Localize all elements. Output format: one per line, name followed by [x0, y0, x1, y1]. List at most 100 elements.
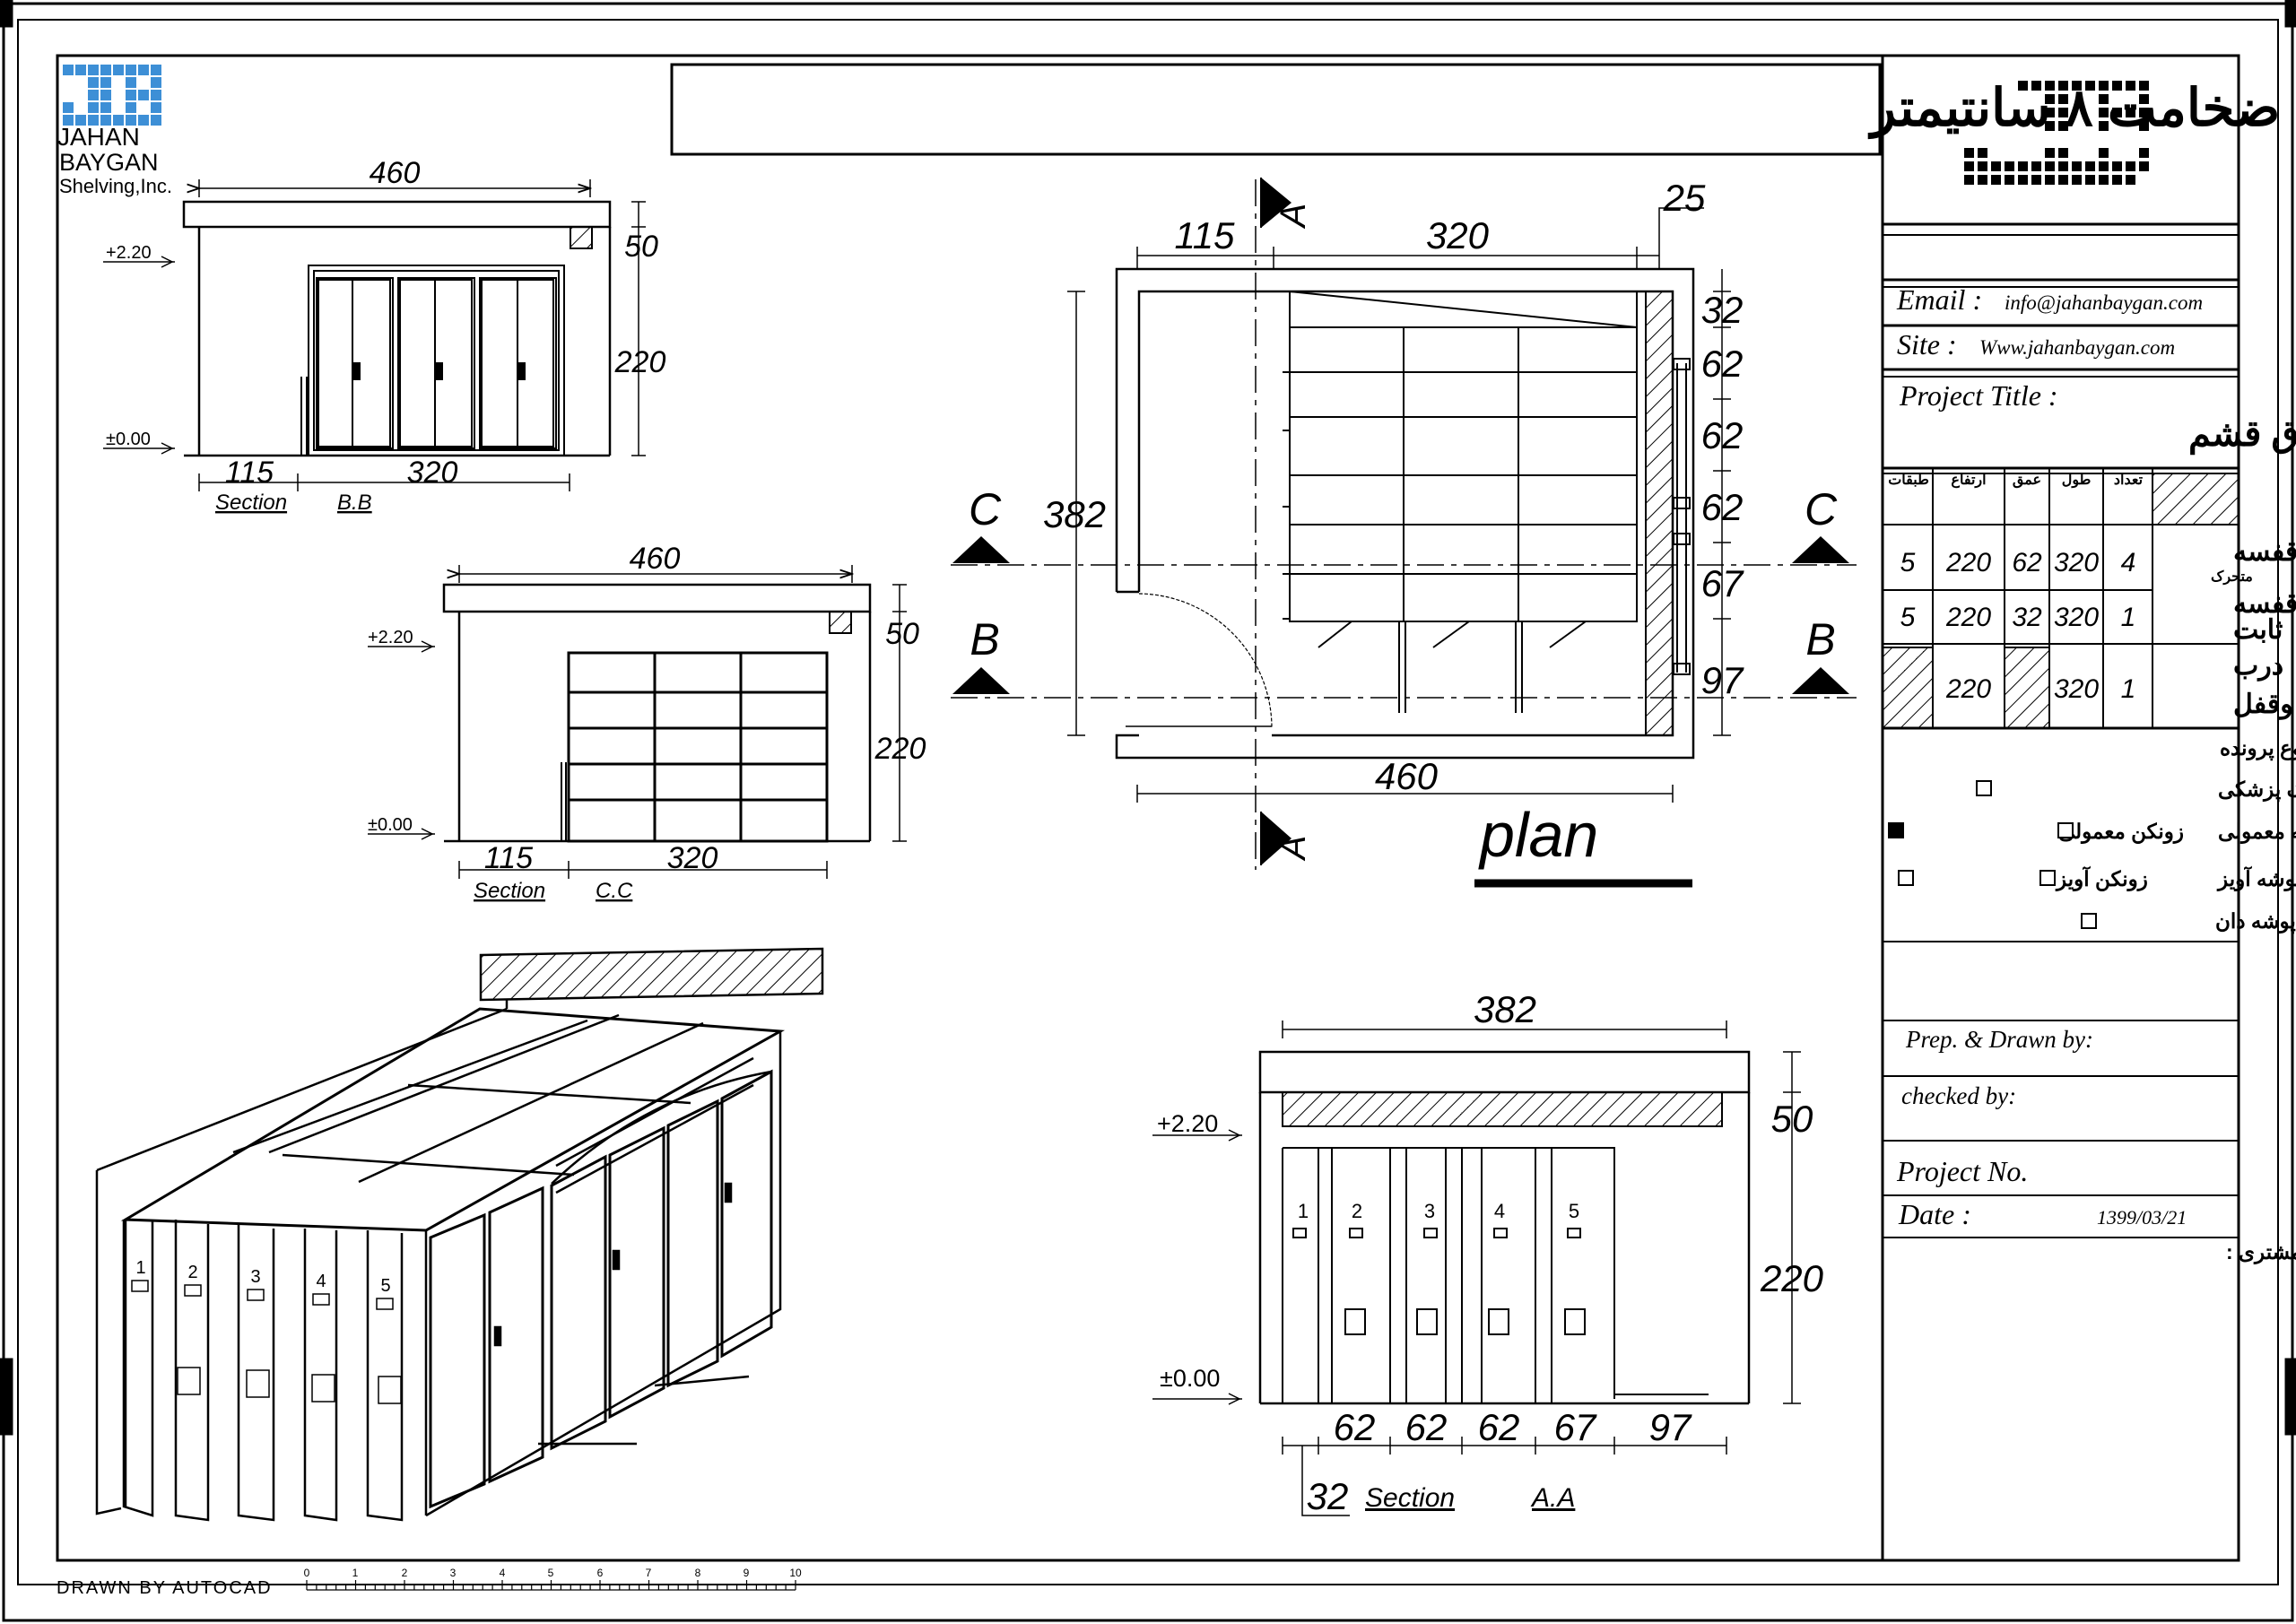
email-link[interactable]: info@jahanbaygan.com [2005, 291, 2203, 314]
aa-bottom-dim-1: 62 [1334, 1406, 1376, 1448]
aa-bottom-dim-4: 67 [1554, 1406, 1597, 1448]
plan-dim-115: 115 [1175, 214, 1236, 256]
row2-height: 220 [1945, 603, 1991, 632]
shelving-grid [561, 651, 829, 843]
checkbox-hanging-binder[interactable] [1898, 870, 1914, 886]
row1-length: 320 [2054, 548, 2099, 578]
aa-section-code: A.A [1530, 1483, 1575, 1513]
section-aa [1152, 1020, 1801, 1516]
scale-tick-10: 10 [789, 1567, 802, 1579]
project-title: نیروگاه برق قشم [2188, 413, 2296, 456]
checkbox-hanging-folder[interactable] [2039, 870, 2056, 886]
aa-width-dim: 382 [1474, 988, 1536, 1030]
footer: DRAWN BY AUTOCAD 0 1 2 3 4 5 6 7 8 9 10 [57, 1567, 802, 1598]
iso-number-2: 2 [187, 1263, 197, 1282]
plan-labels: 115 320 25 382 460 32 62 62 62 67 97 A A… [969, 177, 1838, 870]
bb-section-label: Section [215, 491, 287, 515]
row3-name: درب [2233, 651, 2283, 682]
cc-height-dim: 220 [874, 732, 926, 766]
bb-left-dim: 115 [225, 456, 274, 490]
email-value[interactable]: info@jahanbaygan.com [2005, 291, 2203, 314]
scale-tick-9: 9 [744, 1567, 750, 1579]
logo-text-baygan: BAYGAN [59, 149, 159, 176]
scale-tick-5: 5 [548, 1567, 554, 1579]
section-aa-labels: 382 50 220 62 62 62 67 97 32 Section A.A… [1157, 988, 1824, 1517]
aa-units [1282, 1147, 1709, 1403]
title-block [1881, 56, 2239, 1560]
plan-label: plan [1478, 800, 1598, 870]
th-length: طول [2062, 473, 2092, 489]
cc-level-top: +2.20 [368, 628, 413, 647]
th-depth: عمق [2013, 473, 2041, 489]
signature-label: مهر و امضا مشتری : [2226, 1240, 2296, 1265]
title-block-text: Email : info@jahanbaygan.com Site : Www.… [1888, 283, 2296, 1265]
row2-depth: 32 [2012, 603, 2042, 632]
cc-left-dim: 115 [484, 841, 533, 875]
aa-height-dim: 220 [1760, 1257, 1824, 1299]
option-regular-folder-label: پوشه معمولی [2218, 820, 2296, 845]
iso-number-4: 4 [316, 1272, 326, 1291]
logo-mark-icon [63, 65, 161, 126]
aa-bottom-dim-5: 97 [1649, 1406, 1692, 1448]
row2-floors: 5 [1900, 603, 1916, 632]
th-floors: طبقات [1888, 473, 1929, 488]
cc-level-base: ±0.00 [368, 815, 413, 835]
row1-count: 4 [2121, 548, 2136, 578]
bb-right-dim: 320 [407, 456, 458, 490]
bb-width-dim: 460 [370, 156, 421, 190]
row3-sub: وقفل [2233, 690, 2293, 720]
scale-tick-8: 8 [695, 1567, 701, 1579]
row1-sub: متحرک [2211, 569, 2253, 586]
site-value[interactable]: Www.jahanbaygan.com [1979, 336, 2175, 359]
isometric-view [95, 947, 824, 1522]
file-type-label: نوع پرونده [2220, 736, 2296, 761]
plan-marker-c-right: C [1805, 484, 1838, 534]
row2-length: 320 [2054, 603, 2099, 632]
project-title-label: Project Title : [1899, 379, 2058, 412]
row1-name: قفسه [2233, 537, 2296, 567]
iso-handles [131, 1280, 402, 1404]
aa-level-top: +2.20 [1157, 1110, 1218, 1137]
aa-top-dim: 50 [1771, 1098, 1813, 1140]
option-medical-label: پوشه مدارک پزشکی [2218, 777, 2296, 803]
aa-unit-2: 2 [1352, 1200, 1362, 1222]
plan-marker-a-bottom: A [1274, 836, 1313, 862]
checkbox-medical[interactable] [1976, 780, 1992, 796]
date-label: Date : [1898, 1198, 1971, 1230]
row1-floors: 5 [1900, 548, 1916, 578]
row2-count: 1 [2121, 603, 2136, 632]
bb-level-top: +2.20 [106, 243, 152, 263]
bb-section-code: B.B [337, 491, 372, 515]
row3-length: 320 [2054, 674, 2099, 704]
plan-shelving [1283, 291, 1691, 713]
site-link[interactable]: Www.jahanbaygan.com [1979, 336, 2175, 359]
date-value: 1399/03/21 [2097, 1206, 2187, 1229]
plan-marker-b-left: B [970, 614, 999, 664]
cc-section-code: C.C [596, 879, 633, 903]
row2-name: قفسه [2233, 589, 2296, 619]
iso-number-3: 3 [250, 1267, 260, 1287]
bb-height-dim: 220 [614, 345, 666, 379]
title-block-logo-icon [1964, 81, 2149, 185]
bb-top-dim: 50 [624, 230, 658, 264]
checkbox-regular-folder[interactable] [2057, 822, 2074, 838]
logo-text-jahan: JAHAN [57, 123, 140, 151]
plan-right-dim-3: 62 [1701, 414, 1744, 456]
checkbox-regular-binder[interactable] [1888, 822, 1904, 838]
site-label: Site : [1897, 328, 1957, 360]
row1-depth: 62 [2012, 548, 2042, 578]
checkbox-box-folder[interactable] [2081, 913, 2097, 929]
plan-marker-c-left: C [969, 484, 1002, 534]
th-count: تعداد [2114, 473, 2144, 488]
row2-sub: ثابت [2233, 615, 2283, 645]
iso-labels: 1 2 3 4 5 [135, 1258, 390, 1296]
drawn-by-label: DRAWN BY AUTOCAD [57, 1578, 273, 1598]
scale-tick-7: 7 [646, 1567, 652, 1579]
plan-right-dim-4: 62 [1701, 486, 1744, 528]
email-label: Email : [1896, 283, 1982, 316]
iso-number-5: 5 [380, 1276, 390, 1296]
plan-dim-25: 25 [1663, 177, 1706, 219]
row1-height: 220 [1945, 548, 1991, 578]
th-height: ارتفاع [1951, 473, 1986, 489]
